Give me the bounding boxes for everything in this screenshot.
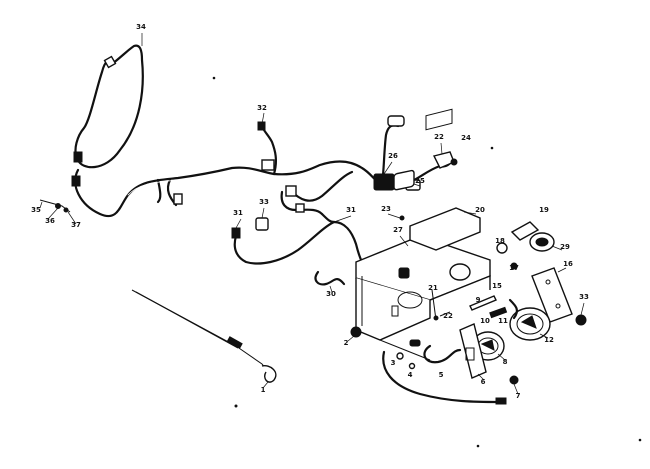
connector-harness-c: [295, 203, 305, 213]
speedometer-cable-1: [131, 289, 277, 383]
connector-31-left: [231, 227, 241, 239]
gauge-12: [508, 298, 551, 341]
small-hardware: [350, 289, 519, 385]
callout-c22b: 22: [443, 312, 453, 320]
callout-c16: 16: [563, 260, 573, 268]
callout-c21: 21: [428, 284, 438, 292]
ground-wire-assembly: [39, 199, 71, 213]
callout-c2: 2: [344, 339, 349, 347]
speckles: [212, 76, 642, 448]
callout-c12: 12: [544, 336, 554, 344]
callout-c23: 23: [381, 205, 391, 213]
callout-c15: 15: [492, 282, 502, 290]
callout-c30: 30: [326, 290, 336, 298]
callout-c33b: 33: [579, 293, 589, 301]
callout-c35: 35: [31, 206, 41, 214]
callout-c10: 10: [480, 317, 490, 325]
callout-c17: 17: [509, 264, 519, 272]
gauge-opening-left: [393, 169, 415, 191]
callout-c31a: 31: [233, 209, 243, 217]
leader-lines: [39, 33, 585, 395]
connector-mid: [173, 193, 183, 205]
switch-33: [255, 217, 269, 231]
callout-c34a: 34: [136, 23, 146, 31]
callout-c22: 22: [434, 133, 444, 141]
callout-c25: 25: [415, 177, 425, 185]
bracket-16: [531, 267, 587, 326]
callout-c24: 24: [461, 134, 471, 142]
callout-c6: 6: [481, 378, 486, 386]
callout-c3: 3: [391, 359, 396, 367]
callout-c8: 8: [503, 358, 508, 366]
callout-c19: 19: [539, 206, 549, 214]
callout-c5: 5: [439, 371, 444, 379]
grommet-18: [496, 242, 508, 254]
connector-34: [103, 55, 117, 69]
bulb-17: [510, 262, 518, 270]
gauge-opening-right: [449, 263, 471, 281]
callout-c18: 18: [495, 237, 505, 245]
connector-32: [257, 121, 266, 131]
connector-left-lower: [71, 175, 81, 187]
connector-top-right: [387, 115, 405, 127]
callout-c20: 20: [475, 206, 485, 214]
grommet-2: [350, 326, 362, 338]
harness-connectors: [71, 55, 458, 239]
connector-harness-b: [285, 185, 297, 197]
callout-c29: 29: [560, 243, 570, 251]
callout-c36: 36: [45, 217, 55, 225]
lamp-assembly: [496, 221, 555, 270]
callout-c1: 1: [261, 386, 266, 394]
relay-26: [373, 173, 395, 191]
callout-c27: 27: [393, 226, 403, 234]
callout-c37: 37: [71, 221, 81, 229]
nut-33: [575, 314, 587, 326]
connector-left-upper: [73, 151, 83, 163]
callout-c32a: 32: [257, 104, 267, 112]
nut-24: [450, 158, 458, 166]
callout-c31b: 31: [346, 206, 356, 214]
bracket-22: [432, 151, 455, 169]
callout-c9: 9: [476, 296, 481, 304]
callout-c4: 4: [408, 371, 413, 379]
bulb-7: [509, 375, 519, 385]
junction-block: [261, 159, 275, 171]
callout-c26: 26: [388, 152, 398, 160]
panel-20: [409, 207, 481, 251]
strip-9: [469, 295, 497, 311]
bracket-6: [459, 323, 487, 379]
callout-c33a: 33: [259, 198, 269, 206]
callout-c7: 7: [516, 392, 521, 400]
callout-c11: 11: [498, 317, 508, 325]
cable-5: [382, 344, 507, 405]
